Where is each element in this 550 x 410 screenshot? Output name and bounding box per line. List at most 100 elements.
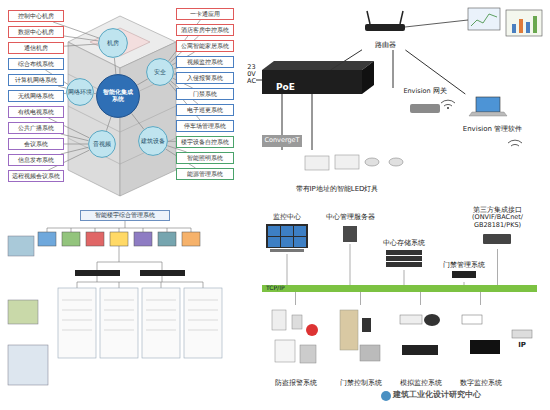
monitor-chart bbox=[471, 14, 497, 26]
door bbox=[340, 310, 358, 350]
node-text: 门禁系统 bbox=[193, 91, 217, 98]
router-antenna bbox=[367, 11, 370, 24]
photo bbox=[8, 300, 38, 324]
video-screen bbox=[281, 237, 293, 247]
connector-line bbox=[497, 249, 498, 285]
device-node: 防盗报警系统 bbox=[268, 305, 323, 387]
laptop-screen bbox=[476, 97, 500, 112]
video-screen bbox=[268, 237, 280, 247]
node-text: 数字监控系统 bbox=[460, 380, 502, 387]
storage-unit bbox=[386, 256, 422, 261]
node-text: 停车场管理系统 bbox=[184, 123, 226, 130]
circle-shape bbox=[99, 29, 128, 58]
connector-line bbox=[64, 144, 88, 145]
led-downlight bbox=[389, 158, 403, 166]
subsystem-group bbox=[58, 288, 96, 358]
node-text: 数据中心机房 bbox=[18, 29, 54, 36]
supply-voltage-label: 230VAC bbox=[247, 64, 256, 85]
node-text: 通信机房 bbox=[24, 45, 48, 52]
node-text: 公共广播系统 bbox=[18, 125, 54, 132]
node-text: 远程视频会议系统 bbox=[12, 173, 60, 180]
node-text: 有线电视系统 bbox=[18, 109, 54, 116]
node-text: 安全 bbox=[154, 69, 166, 76]
connector-line bbox=[312, 94, 313, 150]
video-wall bbox=[266, 224, 308, 248]
domain-circle: 网络环境 bbox=[66, 78, 94, 106]
connector-line bbox=[132, 113, 144, 129]
system-box: 能源管理系统 bbox=[176, 168, 234, 180]
connector-line bbox=[350, 244, 351, 285]
photo bbox=[8, 345, 48, 385]
building-illustration bbox=[68, 16, 176, 196]
connector-line bbox=[331, 50, 362, 70]
network-cable bbox=[405, 20, 468, 27]
node-text: 公寓智能家居系统 bbox=[181, 43, 229, 50]
alarm-panel bbox=[275, 340, 295, 362]
access-controller bbox=[452, 271, 476, 278]
device-icon bbox=[38, 232, 56, 246]
connector-line bbox=[58, 86, 67, 88]
system-box: 远程视频会议系统 bbox=[8, 170, 64, 182]
node-text: 会议系统 bbox=[24, 141, 48, 148]
node-text: 一卡通应用 bbox=[190, 11, 220, 18]
system-box: 通信机房 bbox=[8, 42, 64, 54]
device-node: 带有IP地址的智能LED灯具 bbox=[262, 150, 412, 194]
node-text: 中心存储系统 bbox=[383, 240, 425, 247]
connector-line bbox=[360, 292, 361, 305]
domain-circle: 安全 bbox=[146, 58, 174, 86]
system-box: 酒店客房中控系统 bbox=[176, 24, 234, 36]
bms-wires bbox=[47, 221, 203, 288]
wifi-dot bbox=[447, 107, 449, 109]
system-box: 无线网络系统 bbox=[8, 90, 64, 102]
node-text: 入侵报警系统 bbox=[187, 75, 223, 82]
node-text: 计算机网络系统 bbox=[15, 77, 57, 84]
device-icon bbox=[134, 232, 152, 246]
alarm-detector bbox=[292, 315, 302, 329]
system-box: 控制中心机房 bbox=[8, 10, 64, 22]
device-node: 中心管理服务器 bbox=[322, 214, 378, 244]
gateway-device bbox=[410, 104, 440, 113]
connector-line bbox=[61, 147, 89, 154]
connector-line bbox=[137, 79, 148, 85]
node-text: 智能照明系统 bbox=[187, 155, 223, 162]
connector-line bbox=[404, 270, 405, 285]
header-box: 智能楼宇综合管理系统 bbox=[80, 210, 170, 221]
monitor-bar bbox=[526, 22, 530, 33]
node-text: 电子巡更系统 bbox=[187, 107, 223, 114]
led-downlight bbox=[365, 158, 379, 166]
console-desk bbox=[270, 249, 304, 252]
core-circle: 智能化集成系统 bbox=[96, 74, 140, 118]
monitor-bar bbox=[512, 24, 516, 33]
network-bus: TCP/IP bbox=[262, 285, 537, 292]
monitor-screen bbox=[506, 10, 542, 36]
storage-unit bbox=[386, 262, 422, 267]
poe-lighting-illustration bbox=[256, 8, 542, 170]
connector-line bbox=[61, 134, 89, 141]
system-box: 会议系统 bbox=[8, 138, 64, 150]
system-box: 停车场管理系统 bbox=[176, 120, 234, 132]
interface-device bbox=[483, 234, 511, 244]
ip-label: IP bbox=[518, 342, 526, 350]
device-node: 第三方集成接口(ONVIF/BACnet/ GB28181/PKS) bbox=[455, 207, 540, 249]
node-text: 无线网络系统 bbox=[18, 93, 54, 100]
node-text: 控制中心机房 bbox=[18, 13, 54, 20]
connector-line bbox=[94, 93, 96, 94]
node-text: 机房 bbox=[107, 40, 119, 47]
device-node: 路由器 bbox=[362, 20, 408, 50]
connector-line bbox=[64, 36, 98, 41]
connector-line bbox=[282, 147, 283, 150]
node-text: 带有IP地址的智能LED灯具 bbox=[296, 186, 379, 194]
wifi-symbol bbox=[508, 140, 522, 146]
device-icon bbox=[86, 232, 104, 246]
system-box: 电子巡更系统 bbox=[176, 104, 234, 116]
alarm-keypad bbox=[272, 310, 286, 330]
circle-shape bbox=[139, 127, 168, 156]
system-box: 数据中心机房 bbox=[8, 26, 64, 38]
connector-line bbox=[174, 68, 178, 69]
switch-side bbox=[362, 61, 374, 94]
connector-line bbox=[64, 44, 98, 46]
group-rows bbox=[62, 300, 218, 330]
